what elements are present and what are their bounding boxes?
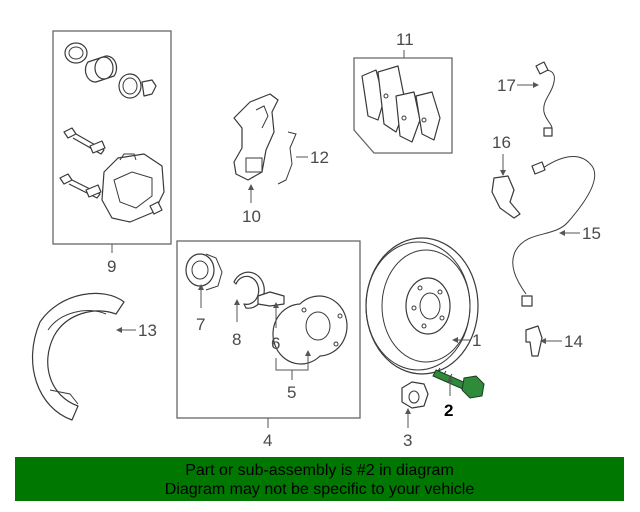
callout-9: 9 xyxy=(107,257,116,276)
banner-line-1: Part or sub-assembly is #2 in diagram xyxy=(185,462,454,479)
caliper-bracket xyxy=(233,93,279,181)
callout-4: 4 xyxy=(263,431,272,450)
callout-14: 14 xyxy=(564,332,583,351)
info-banner: Part or sub-assembly is #2 in diagram Di… xyxy=(15,457,624,501)
dust-shield xyxy=(32,292,125,421)
callout-15: 15 xyxy=(582,224,601,243)
banner-line-2: Diagram may not be specific to your vehi… xyxy=(164,481,475,498)
wheel-speed-sensor-cable xyxy=(512,155,596,307)
brake-rotor xyxy=(365,237,479,375)
spring-clip xyxy=(277,131,297,185)
callout-5: 5 xyxy=(287,383,296,402)
parts-diagram: 9 10 12 11 17 16 15 xyxy=(32,30,601,450)
hub-parts xyxy=(185,253,348,365)
brake-pads xyxy=(361,65,441,143)
callout-12: 12 xyxy=(310,148,329,167)
callout-16: 16 xyxy=(492,133,511,152)
sensor-bracket xyxy=(491,175,521,219)
wheel-speed-sensor-upper xyxy=(535,61,555,137)
callout-6: 6 xyxy=(271,334,280,353)
callout-2: 2 xyxy=(444,401,453,420)
caliper-parts xyxy=(59,42,165,223)
wheel-speed-sensor xyxy=(525,325,543,357)
bolt-part-2-highlighted xyxy=(432,367,485,399)
lug-nut xyxy=(401,381,429,409)
callout-11: 11 xyxy=(396,30,414,49)
callout-8: 8 xyxy=(232,330,241,349)
group-box-brake-pads xyxy=(353,57,453,154)
callout-17: 17 xyxy=(497,76,516,95)
callout-7: 7 xyxy=(196,315,205,334)
callout-3: 3 xyxy=(403,431,412,450)
callout-1: 1 xyxy=(472,331,481,350)
callout-13: 13 xyxy=(138,321,157,340)
callout-10: 10 xyxy=(242,207,261,226)
